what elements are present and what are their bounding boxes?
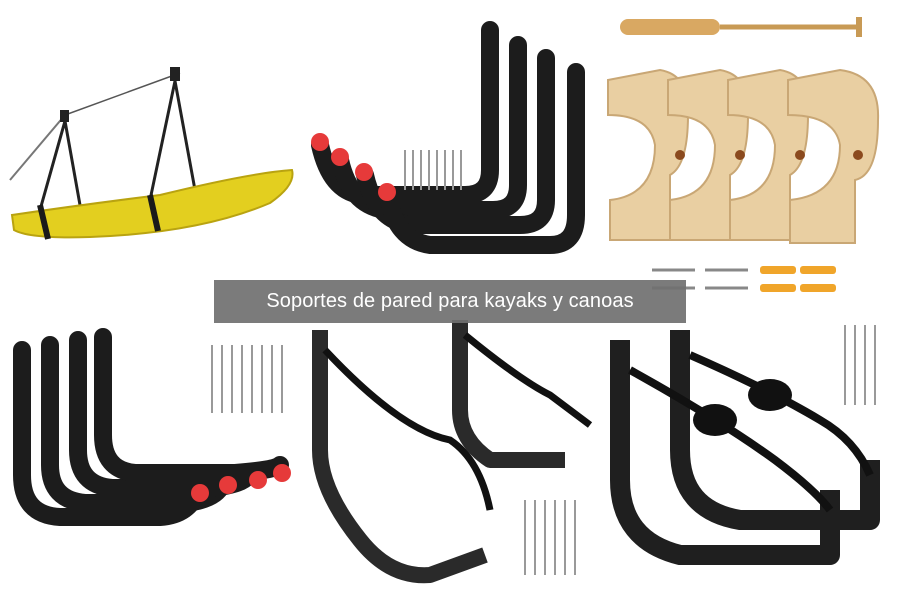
ceiling-hoist-photo: [0, 55, 300, 255]
caption-banner: Soportes de pared para kayaks y canoas: [214, 280, 686, 323]
j-hooks-bottom-photo: [0, 325, 300, 600]
caption-text: Soportes de pared para kayaks y canoas: [266, 290, 634, 312]
strap-racks-photo: [300, 310, 600, 600]
j-hooks-top-photo: [300, 10, 600, 280]
wooden-cradles-photo: [600, 5, 900, 300]
heavy-strap-racks-photo: [600, 310, 900, 600]
